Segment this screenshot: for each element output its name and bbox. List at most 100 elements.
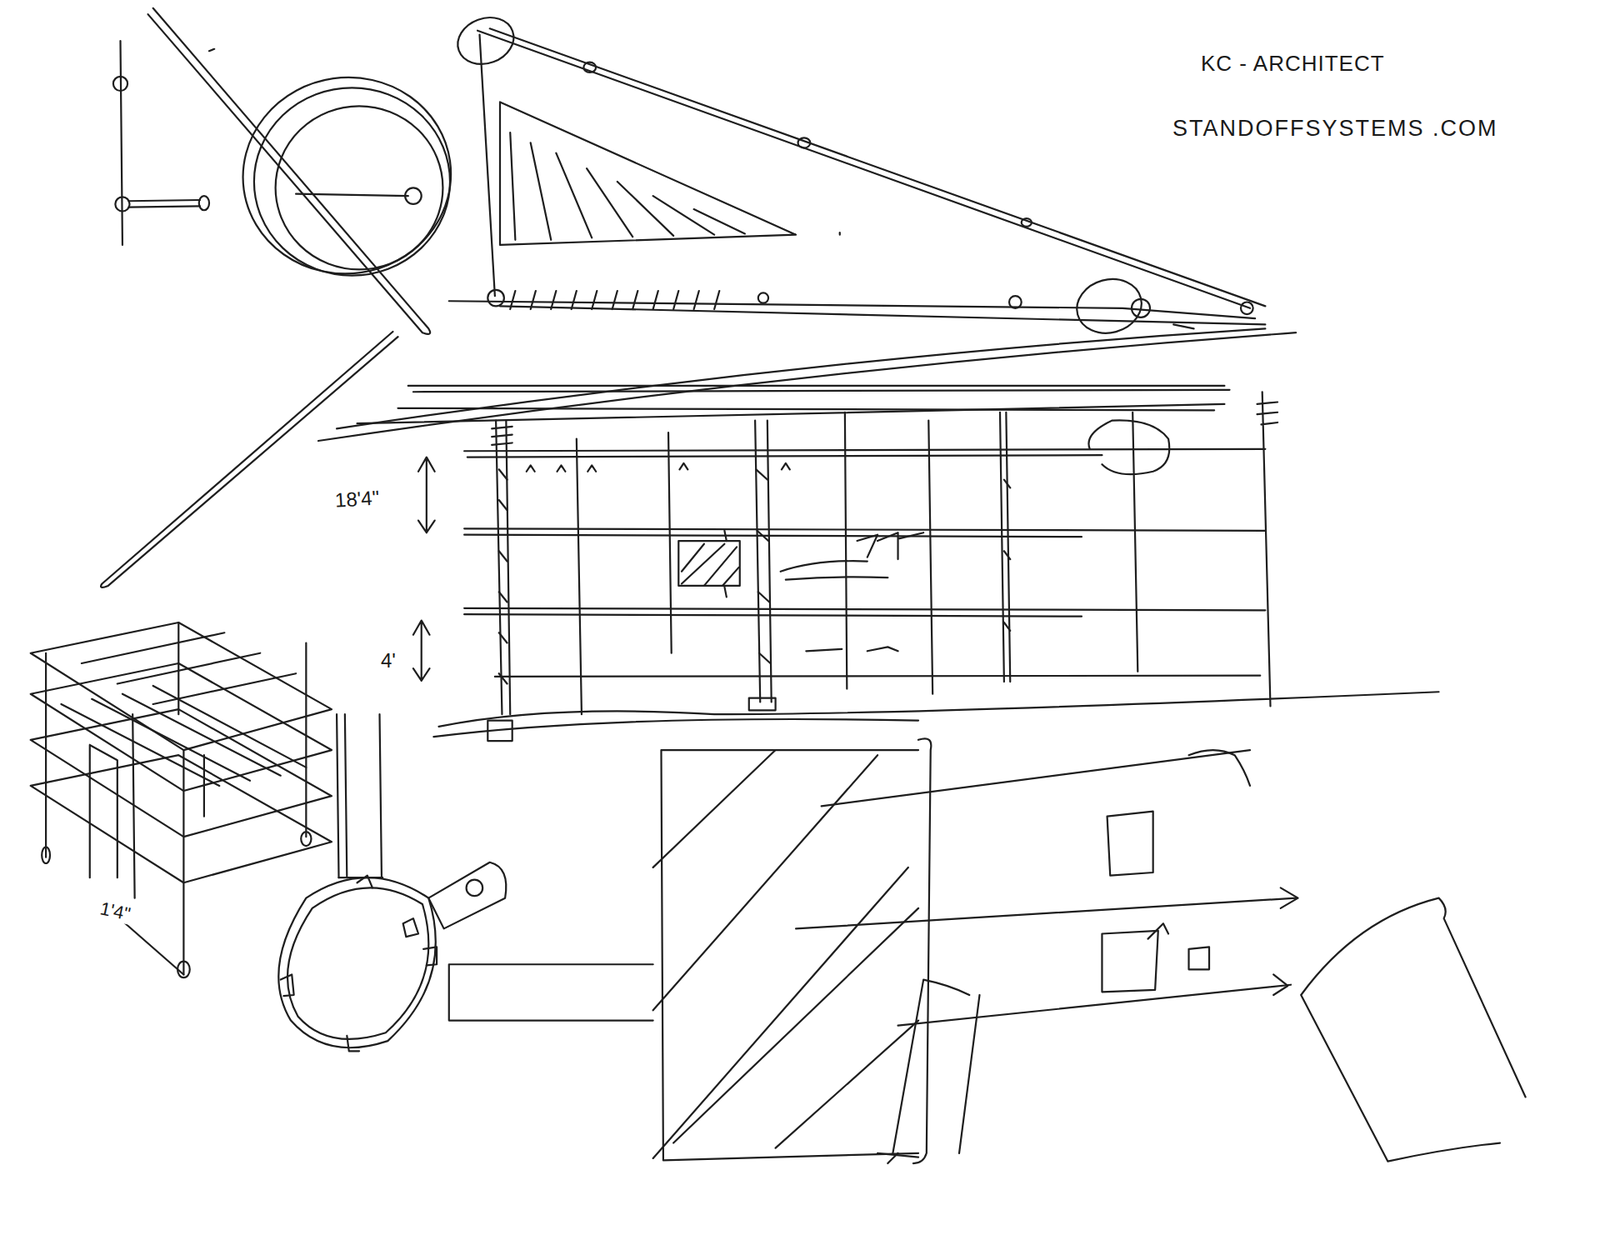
sketch-line xyxy=(877,1153,919,1164)
sketch-line xyxy=(526,463,790,472)
sketch-line xyxy=(487,720,512,741)
standoff-detail xyxy=(113,40,210,245)
sketch-line xyxy=(755,469,770,664)
sketch-line xyxy=(230,64,464,288)
sketch-line xyxy=(30,755,332,883)
sketch-line xyxy=(336,328,1265,429)
dimension-label: 1'4" xyxy=(96,898,135,925)
sketch-line xyxy=(749,698,776,711)
sketch-line xyxy=(413,390,1230,392)
sketch-line xyxy=(681,544,740,586)
sketch-line xyxy=(428,862,506,930)
sketch-line xyxy=(148,8,431,335)
sketch-line xyxy=(1189,750,1250,786)
sketch-line xyxy=(278,877,436,1048)
sketch-line xyxy=(45,622,306,975)
sketch-line xyxy=(450,10,520,72)
sketch-line xyxy=(1070,271,1148,340)
circle-sketch xyxy=(100,8,464,588)
sketch-line xyxy=(408,385,1225,387)
sketch-line xyxy=(398,408,1215,410)
sketch-line xyxy=(357,875,373,889)
grid-sketch xyxy=(30,622,332,978)
sketch-line xyxy=(653,750,919,1159)
sketch-line xyxy=(499,469,508,684)
sketch-line xyxy=(287,887,429,1040)
sketch-line xyxy=(30,663,332,791)
sketch-line xyxy=(113,76,128,91)
sketch-line xyxy=(466,880,484,897)
sketch-line xyxy=(357,404,1225,424)
sketch-line xyxy=(510,290,720,310)
sketch-line xyxy=(798,137,811,148)
sketch-line xyxy=(490,28,1266,306)
sketch-line xyxy=(1000,412,1010,682)
sketch-line xyxy=(1273,974,1288,995)
sketch-line xyxy=(464,449,1265,451)
sketch-line xyxy=(423,946,437,965)
sketch-line xyxy=(464,535,1082,537)
sketch-line xyxy=(1189,946,1210,970)
note-text: KC - ARCHITECT xyxy=(1199,51,1387,75)
sketch-line xyxy=(755,420,772,703)
sketch-line xyxy=(1257,391,1278,706)
sketch-line xyxy=(913,738,931,1164)
dimension-label: 4' xyxy=(379,650,398,672)
sketch-line xyxy=(81,632,296,705)
sketch-line xyxy=(128,205,200,207)
sketch-line xyxy=(1300,898,1525,1162)
sketch-line xyxy=(403,918,419,937)
sketch-line xyxy=(464,608,1265,610)
sketch-line xyxy=(1107,811,1154,876)
sketch-line xyxy=(115,196,130,211)
sketch-line xyxy=(477,30,1250,309)
sketch-line xyxy=(495,420,502,715)
sketch-line xyxy=(449,964,654,1020)
sketch-line xyxy=(724,530,726,598)
sketch-line xyxy=(505,420,510,715)
sketch-line xyxy=(275,105,444,270)
sketch-line xyxy=(1280,887,1299,908)
sketch-line xyxy=(495,675,1260,677)
sketch-line xyxy=(892,980,980,1154)
dimension-label: 18'4" xyxy=(332,486,382,512)
sketch-line xyxy=(120,40,122,245)
sketch-line xyxy=(491,426,512,445)
sketch-line xyxy=(464,614,1082,616)
elevation-sketch xyxy=(413,391,1440,741)
sketch-line xyxy=(464,528,1265,530)
sketch-line xyxy=(433,719,919,737)
sketch-line xyxy=(480,35,495,296)
panel-sketch xyxy=(653,738,1526,1164)
sketch-line xyxy=(90,745,118,878)
sketch-line xyxy=(209,49,215,51)
sketch-line xyxy=(758,292,769,303)
sketch-line xyxy=(132,714,205,898)
sketch-line xyxy=(439,691,1440,727)
sketch-line xyxy=(1088,420,1170,475)
sketch-line xyxy=(418,457,435,534)
sketch-line xyxy=(100,331,399,588)
sketch-line xyxy=(128,200,200,201)
sketch-line xyxy=(1009,295,1022,309)
sketch-line xyxy=(346,1035,360,1051)
sketch-line xyxy=(487,290,505,307)
sketch-line xyxy=(60,685,306,786)
sketch-line xyxy=(660,750,919,1160)
sketch-line xyxy=(295,194,409,196)
sketch-line xyxy=(500,101,796,245)
sketch-line xyxy=(1021,218,1032,227)
sketch-line xyxy=(413,620,430,681)
sketch-line xyxy=(300,831,311,846)
sketch-line xyxy=(1240,301,1254,315)
sketch-line xyxy=(1148,923,1169,939)
sketch-line xyxy=(405,187,422,205)
sketch-line xyxy=(795,750,1296,1026)
triangle-sketch xyxy=(449,10,1266,340)
sketch-line xyxy=(678,540,740,586)
sketch-line xyxy=(30,709,332,837)
sketch-line xyxy=(41,846,50,864)
sketch-line xyxy=(254,87,450,275)
sketch-line xyxy=(199,195,210,210)
